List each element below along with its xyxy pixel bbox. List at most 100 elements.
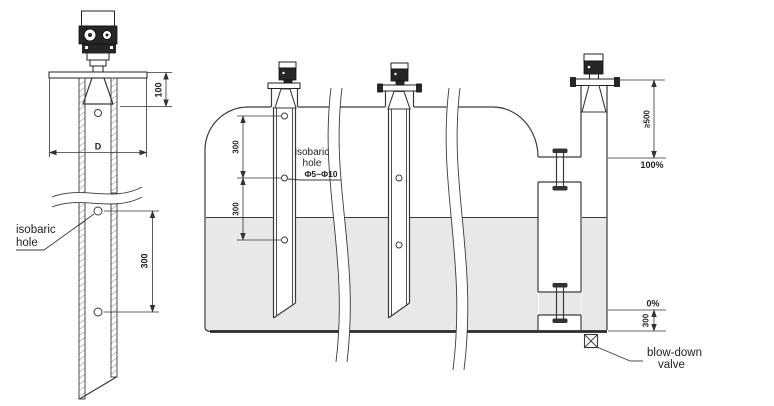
bolt [552,148,568,153]
isobaric-hole [93,206,103,216]
neck [283,79,293,84]
electronics-housing [390,68,409,82]
pipe-wall-right-lower [110,200,118,378]
terminal-cover [583,53,604,62]
break-line [51,186,143,198]
break-gap [52,187,142,207]
stilling-well-1 [272,107,297,319]
dial-center [105,33,109,37]
chamber-liquid [582,217,607,331]
bolt [552,283,568,288]
mounting-flange [379,84,420,92]
isobaric-hole [93,307,103,317]
electronics-housing [278,67,297,81]
tank-outline [204,106,607,333]
horn-antenna [387,90,411,110]
flange-bolt [416,83,422,93]
radar-transmitter-3 [570,53,620,113]
tank-figure: 300 300 isobaric hole Φ5~Φ10 ≥500 100% 0… [204,53,702,371]
dimension-100: 100 [120,71,172,108]
flange-joint-upper [552,148,568,191]
radar-transmitter-head [78,10,118,73]
dim-label-d: D [95,142,102,152]
isobaric-hole [281,236,288,244]
mounting-flange [48,71,148,79]
radar-transmitter-1 [267,61,301,109]
blow-down-valve-label: blow-down valve [596,346,702,371]
horn-antenna [581,84,607,113]
stilling-well-2 [387,107,411,319]
indicator-dot [282,71,285,75]
dim-label-300-upper: 300 [232,140,241,154]
horn-antenna [274,88,297,109]
leader-line [596,346,631,362]
process-adapter [86,52,110,61]
radar-transmitter-2 [377,62,422,110]
isobaric-hole [94,109,102,117]
electronics-housing [583,60,604,75]
isobaric-hole [281,174,288,182]
external-chamber [538,86,608,349]
isobaric-hole [395,174,403,182]
bolt [552,186,568,191]
flange-bolt [570,77,576,87]
flange-bolt [614,77,620,87]
isobaric-hole [281,112,288,120]
dim-label-100: 100 [154,82,164,97]
tank-liquid [206,217,538,331]
neck [589,73,599,80]
dim-label-300: 300 [140,253,150,268]
well-body [273,107,296,318]
well-body [388,107,410,318]
bolt [85,46,88,49]
mounting-flange [572,78,616,86]
level-100-label: 100% [640,160,663,170]
label-line2: hole [303,158,322,169]
break-line [51,196,143,208]
terminal-cover [390,62,409,70]
pipe-wall-left-lower [78,200,86,400]
tank-break-2 [445,87,469,371]
blow-down-valve [583,333,599,349]
dim-label-500: ≥500 [643,110,652,128]
chamber-dimensions: ≥500 100% 0% 300 [608,79,666,332]
indicator-dot [587,65,591,69]
isobaric-hole-label-tank: isobaric hole Φ5~Φ10 [287,147,341,181]
isobaric-hole [395,241,403,249]
label-line2: hole [16,237,38,249]
flange-joint-lower [552,283,568,323]
horn-antenna [82,77,114,105]
bolt [110,46,113,49]
dim-label-300-lower: 300 [232,202,241,216]
dimension-300: 300 [104,210,159,313]
flange-bolt [377,83,383,93]
leader-line [287,178,302,181]
indicator-dot [394,72,397,76]
pipe-bottom-cut [79,376,117,400]
well-dimensions: 300 300 [232,115,281,241]
label-line1: isobaric [16,224,56,236]
terminal-cover [278,61,297,69]
level-0-label: 0% [646,299,659,309]
isobaric-hole-label: isobaric hole [16,213,95,251]
label-line2: valve [658,359,685,371]
standpipe-figure: 100 D 300 isobaric hole [16,10,172,400]
dial-center [88,33,92,37]
hole-size-label: Φ5~Φ10 [304,169,337,179]
mounting-flange [267,82,301,89]
terminal-cover [81,10,115,27]
process-adapter [89,59,107,67]
leader-line [43,213,95,251]
nozzle-liquid [539,292,582,315]
pipe-wall-left-upper [78,77,86,194]
process-adapter [92,65,104,73]
tank-break-1 [327,87,351,363]
pipe-wall-right-upper [110,77,118,194]
dim-label-300-bottom: 300 [642,313,651,327]
label-line1: isobaric [295,147,329,158]
dimension-d: D [48,78,148,157]
label-line1: blow-down [647,347,702,359]
neck [395,80,405,86]
